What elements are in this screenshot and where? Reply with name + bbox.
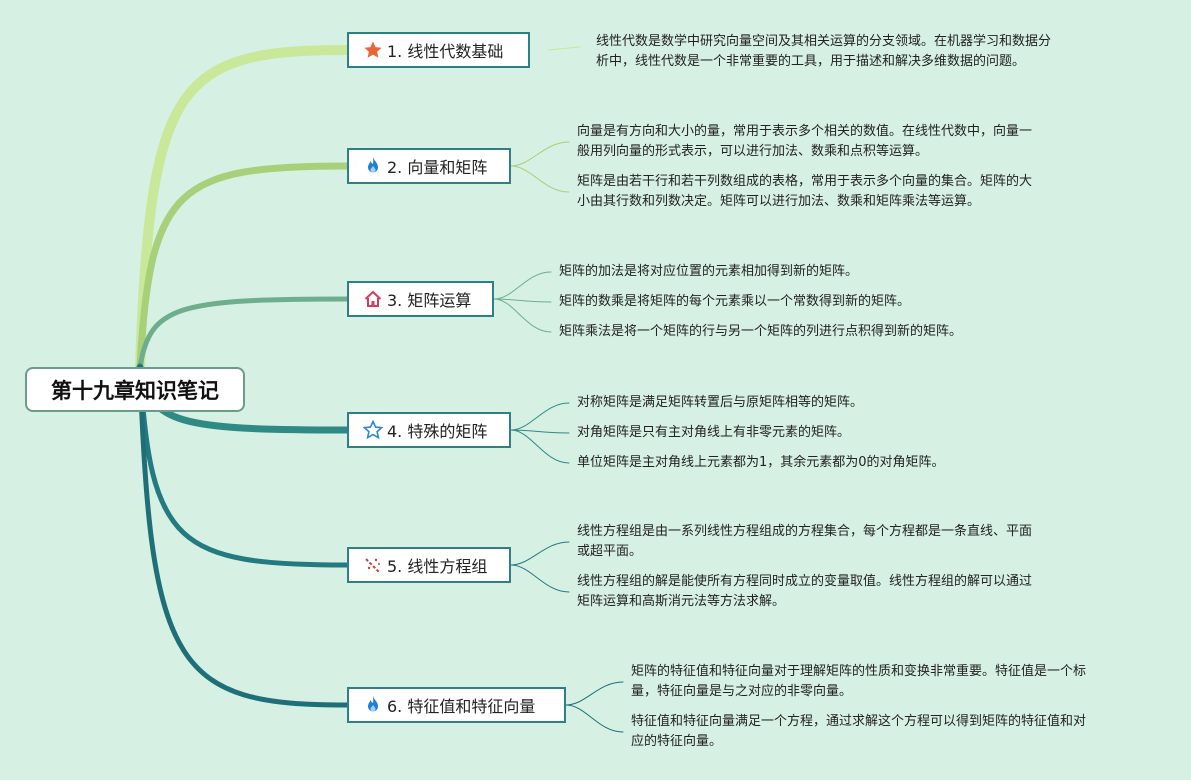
note-line: 析中，线性代数是一个非常重要的工具，用于描述和解决多维数据的问题。 [596,54,1026,69]
note-text: 特征值和特征向量满足一个方程，通过求解这个方程可以得到矩阵的特征值和对应的特征向… [631,712,1086,752]
note-connector [493,298,552,303]
topic-node-3[interactable]: 3. 矩阵运算 [347,281,494,317]
fire-icon [363,156,383,176]
note-line: 或超平面。 [577,544,643,559]
topic-label: 4. 特殊的矩阵 [387,422,488,441]
main-branch [136,162,351,371]
topic-node-2[interactable]: 2. 向量和矩阵 [347,148,511,184]
note-line: 矩阵的特征值和特征向量对于理解矩阵的性质和变换非常重要。特征值是一个标 [631,664,1087,679]
note-connector [493,298,552,333]
note-line: 特征值和特征向量满足一个方程，通过求解这个方程可以得到矩阵的特征值和对 [631,714,1087,729]
note-text: 对称矩阵是满足矩阵转置后与原矩阵相等的矩阵。 [577,393,863,413]
magic-wand-icon [363,555,383,575]
note-connector [510,165,570,193]
note-line: 向量是有方向和大小的量，常用于表示多个相关的数值。在线性代数中，向量一 [577,124,1033,139]
note-line: 矩阵乘法是将一个矩阵的行与另一个矩阵的列进行点积得到新的矩阵。 [559,324,963,339]
note-line: 对角矩阵是只有主对角线上有非零元素的矩阵。 [577,425,851,440]
note-connector [510,541,570,566]
note-connector [565,681,624,706]
home-icon [363,289,383,309]
topic-label: 2. 向量和矩阵 [387,158,488,177]
note-line: 线性方程组是由一系列线性方程组成的方程集合，每个方程都是一条直线、平面 [577,524,1033,539]
note-text: 矩阵的加法是将对应位置的元素相加得到新的矩阵。 [559,262,858,282]
note-line: 线性代数是数学中研究向量空间及其相关运算的分支领域。在机器学习和数据分 [596,34,1052,49]
note-line: 单位矩阵是主对角线上元素都为1，其余元素都为0的对角矩阵。 [577,455,945,470]
note-line: 矩阵是由若干行和若干列数组成的表格，常用于表示多个向量的集合。矩阵的大 [577,174,1033,189]
note-connector [565,704,624,733]
note-connector [510,141,570,167]
topic-label: 5. 线性方程组 [387,557,488,576]
note-text: 矩阵的数乘是将矩阵的每个元素乘以一个常数得到新的矩阵。 [559,292,910,312]
note-line: 小由其行数和列数决定。矩阵可以进行加法、数乘和矩阵乘法等运算。 [577,194,981,209]
note-connector [547,46,581,51]
topic-label: 1. 线性代数基础 [387,42,504,61]
note-line: 矩阵运算和高斯消元法等方法求解。 [577,594,786,609]
note-line: 线性方程组的解是能使所有方程同时成立的变量取值。线性方程组的解可以通过 [577,574,1033,589]
star-icon [363,40,383,60]
note-connector [510,402,570,431]
note-text: 线性方程组的解是能使所有方程同时成立的变量取值。线性方程组的解可以通过矩阵运算和… [577,572,1032,612]
note-text: 单位矩阵是主对角线上元素都为1，其余元素都为0的对角矩阵。 [577,453,945,473]
root-title: 第十九章知识笔记 [51,378,219,403]
note-text: 矩阵乘法是将一个矩阵的行与另一个矩阵的列进行点积得到新的矩阵。 [559,322,962,342]
topic-node-1[interactable]: 1. 线性代数基础 [347,32,530,68]
note-text: 矩阵的特征值和特征向量对于理解矩阵的性质和变换非常重要。特征值是一个标量，特征向… [631,662,1086,702]
star-outline-icon [363,420,383,440]
note-connector [493,271,552,300]
note-line: 矩阵的加法是将对应位置的元素相加得到新的矩阵。 [559,264,859,279]
note-connector [510,429,570,464]
note-line: 量，特征向量是与之对应的非零向量。 [631,684,853,699]
note-text: 线性代数是数学中研究向量空间及其相关运算的分支领域。在机器学习和数据分析中，线性… [596,32,1051,72]
note-line: 应的特征向量。 [631,734,723,749]
note-text: 对角矩阵是只有主对角线上有非零元素的矩阵。 [577,423,850,443]
note-line: 矩阵的数乘是将矩阵的每个元素乘以一个常数得到新的矩阵。 [559,294,911,309]
topic-label: 6. 特征值和特征向量 [387,697,536,716]
main-branch [137,364,350,568]
fire-icon [363,695,383,715]
note-text: 向量是有方向和大小的量，常用于表示多个相关的数值。在线性代数中，向量一般用列向量… [577,122,1032,162]
topic-node-5[interactable]: 5. 线性方程组 [347,547,511,583]
main-branch [137,296,350,370]
note-line: 对称矩阵是满足矩阵转置后与原矩阵相等的矩阵。 [577,395,864,410]
note-text: 线性方程组是由一系列线性方程组成的方程集合，每个方程都是一条直线、平面或超平面。 [577,522,1032,562]
note-connector [510,429,570,434]
main-branch [135,45,352,372]
main-branch [137,364,350,708]
topic-node-4[interactable]: 4. 特殊的矩阵 [347,412,511,448]
root-node[interactable]: 第十九章知识笔记 [25,367,245,412]
topic-node-6[interactable]: 6. 特征值和特征向量 [347,687,566,723]
note-line: 般用列向量的形式表示，可以进行加法、数乘和点积等运算。 [577,144,929,159]
note-connector [510,564,570,593]
note-text: 矩阵是由若干行和若干列数组成的表格，常用于表示多个向量的集合。矩阵的大小由其行数… [577,172,1032,212]
topic-label: 3. 矩阵运算 [387,291,472,310]
